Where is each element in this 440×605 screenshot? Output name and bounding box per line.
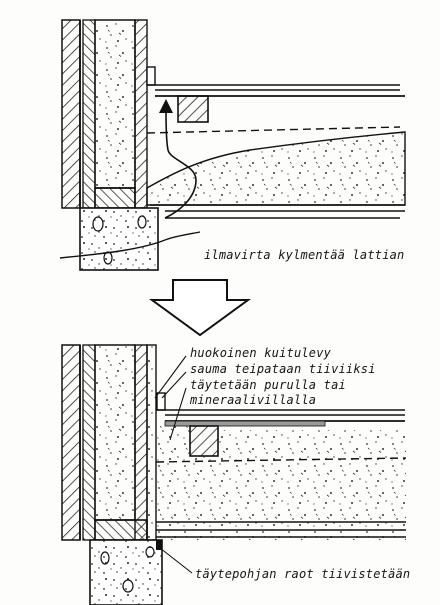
- top-bottom-plate: [94, 187, 136, 209]
- top-outer-cladding: [61, 19, 81, 209]
- bottom-wall-insulation: [94, 344, 136, 521]
- top-skirting: [146, 66, 156, 86]
- bottom-floor-fill: [156, 456, 406, 540]
- bottom-bottom-plate: [94, 519, 148, 541]
- top-airflow-arrowhead: [159, 99, 173, 113]
- top-detail: [59, 19, 406, 271]
- bottom-detail: [61, 344, 407, 605]
- bottom-fiberboard: [146, 344, 157, 541]
- bottom-inner-board: [134, 344, 148, 541]
- label-fiberboard: huokoinen kuitulevy: [190, 346, 332, 360]
- bottom-sealed-gap: [156, 540, 162, 550]
- bottom-sealing-strip: [164, 420, 326, 427]
- down-arrow: [148, 279, 252, 337]
- leader-lines: [154, 355, 193, 574]
- label-tape-seam: sauma teipataan tiiviiksi: [190, 362, 376, 376]
- top-inner-board: [134, 19, 148, 209]
- top-floor-joist: [177, 95, 209, 123]
- label-seal-gaps: täytepohjan raot tiivistetään: [195, 567, 410, 581]
- top-airflow-arrow: [164, 109, 197, 219]
- bottom-inner-cladding: [82, 344, 96, 541]
- bottom-outer-cladding: [61, 344, 81, 541]
- top-wall-insulation: [94, 19, 136, 189]
- top-floor-fill: [146, 131, 406, 206]
- top-caption: ilmavirta kylmentää lattian: [204, 248, 404, 262]
- label-fill-line-1: täytetään purulla tai: [190, 378, 346, 392]
- bottom-floor-joist: [189, 425, 219, 457]
- label-fill-line-2: mineraalivillalla: [189, 393, 316, 407]
- top-inner-cladding: [82, 19, 96, 209]
